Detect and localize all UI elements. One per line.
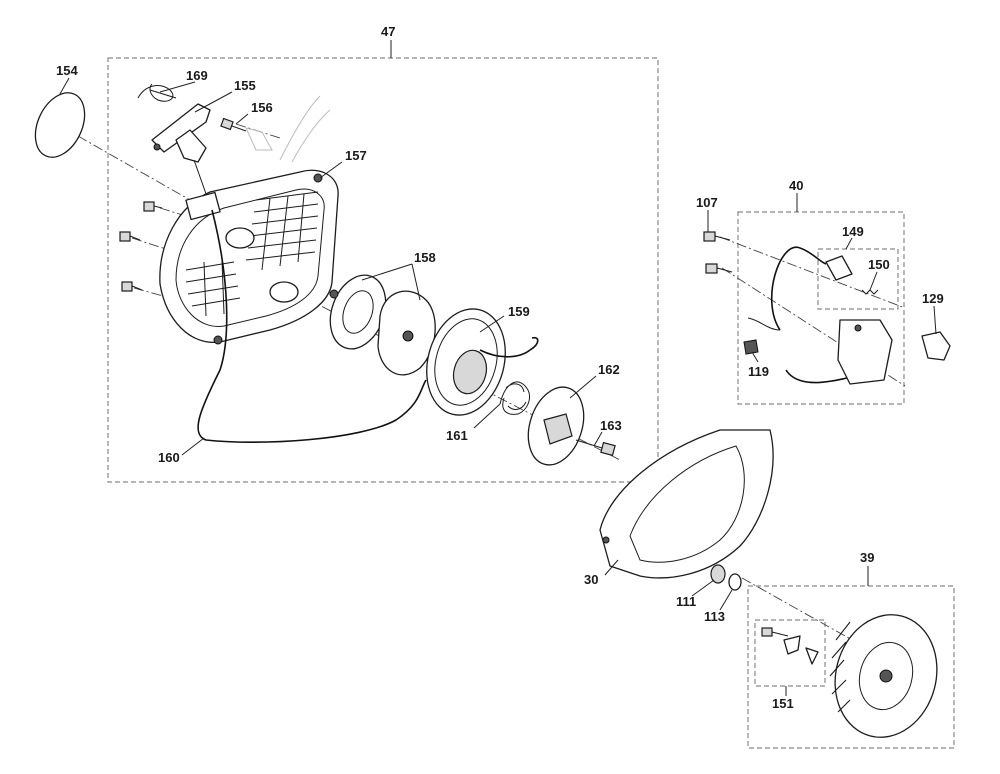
callout-30: 30 — [584, 572, 598, 587]
pawl-spring-161 — [499, 381, 531, 415]
callout-47: 47 — [381, 24, 395, 39]
spring-150 — [861, 289, 879, 295]
screw-163 — [575, 439, 616, 457]
callout-162: 162 — [598, 362, 620, 377]
callout-150: 150 — [868, 257, 890, 272]
ignition-lead-40 — [770, 246, 893, 385]
callout-40: 40 — [789, 178, 803, 193]
callout-111: 111 — [676, 594, 696, 609]
housing-screws — [119, 201, 163, 292]
starter-grip-155 — [151, 103, 211, 206]
rewind-spring-158 — [329, 274, 436, 376]
starter-housing — [159, 169, 339, 345]
screws-107 — [703, 231, 733, 274]
callout-leaders — [59, 40, 937, 696]
callout-107: 107 — [696, 195, 718, 210]
seal-ring-154 — [34, 92, 86, 158]
callout-160: 160 — [158, 450, 180, 465]
fan-cover-30 — [599, 429, 774, 579]
pawl-set-151 — [761, 627, 819, 665]
nut-111 — [710, 564, 726, 584]
callout-156: 156 — [251, 100, 273, 115]
screw-156 — [220, 95, 331, 163]
callout-151: 151 — [772, 696, 794, 711]
group-box-40 — [737, 211, 905, 405]
callout-154: 154 — [56, 63, 78, 78]
callout-155: 155 — [234, 78, 256, 93]
callout-157: 157 — [345, 148, 367, 163]
pawl-carrier-162 — [527, 386, 585, 466]
rope-pulley-159 — [426, 308, 539, 416]
callout-39: 39 — [860, 550, 874, 565]
cord-loop-169 — [137, 83, 177, 102]
callout-129: 129 — [922, 291, 944, 306]
callout-119: 119 — [748, 364, 769, 379]
flywheel-39 — [829, 614, 938, 738]
callout-169: 169 — [186, 68, 208, 83]
spark-plug-129 — [921, 331, 951, 361]
nut-119 — [743, 317, 781, 355]
starter-rope-160 — [197, 209, 427, 443]
callout-113: 113 — [704, 609, 725, 624]
callout-161: 161 — [446, 428, 468, 443]
callout-158: 158 — [414, 250, 436, 265]
washer-113 — [728, 573, 742, 591]
group-box-47 — [107, 57, 659, 483]
group-box-151 — [754, 619, 826, 687]
plug-cap-149 — [825, 255, 853, 281]
callout-163: 163 — [600, 418, 622, 433]
callout-149: 149 — [842, 224, 864, 239]
callout-159: 159 — [508, 304, 530, 319]
group-box-149 — [817, 248, 899, 310]
